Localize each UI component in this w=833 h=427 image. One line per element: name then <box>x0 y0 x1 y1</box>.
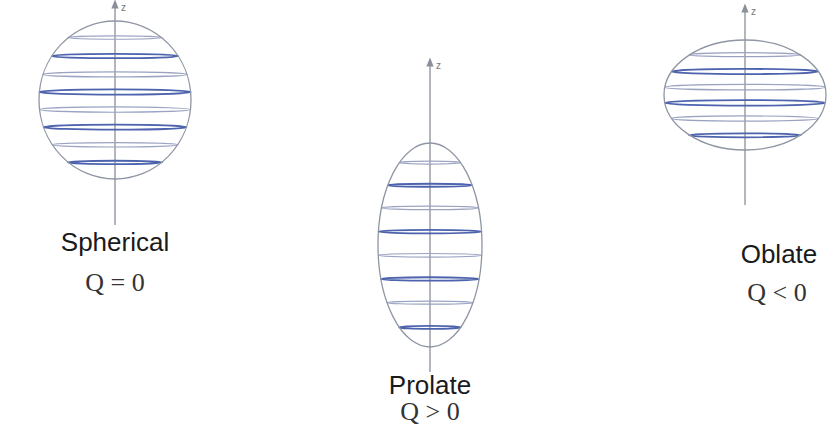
quadrupole-value: Q > 0 <box>400 397 459 427</box>
nucleus-shape: ProlateQ > 0 <box>377 142 483 348</box>
cross-section-ring <box>52 143 178 147</box>
quadrupole-value: Q < 0 <box>747 278 806 308</box>
cross-section-ring <box>68 161 162 164</box>
cross-section-ring <box>39 89 190 94</box>
quadrupole-value: Q = 0 <box>85 268 144 298</box>
cross-section-ring <box>40 107 191 112</box>
cross-section-ring <box>672 116 819 121</box>
cross-section-ring <box>399 161 461 164</box>
cross-section-ring <box>378 230 481 234</box>
cross-section-ring <box>381 277 479 280</box>
shape-name: Prolate <box>389 371 471 401</box>
cross-section-ring <box>68 36 162 39</box>
shape-name: Oblate <box>741 240 818 270</box>
cross-section-ring <box>689 53 801 57</box>
axis-label: z <box>436 60 441 71</box>
ellipsoid-outline <box>378 143 482 347</box>
cross-section-ring <box>672 69 819 74</box>
z-axis <box>114 4 115 225</box>
cross-section-ring <box>665 100 825 106</box>
ellipsoid-outline <box>38 20 192 180</box>
cross-section-ring <box>387 301 473 304</box>
ellipsoid-outline <box>664 40 826 150</box>
ellipsoid-outline <box>663 39 827 151</box>
cross-section-ring <box>388 184 472 187</box>
cross-section-ring <box>689 133 801 137</box>
cross-section-ring <box>378 253 481 257</box>
cross-section-ring <box>43 72 187 77</box>
shape-name: Spherical <box>61 228 169 258</box>
cross-section-ring <box>399 326 461 329</box>
nucleus-shape: OblateQ < 0 <box>663 39 827 151</box>
ellipsoid-outline <box>377 142 483 348</box>
cross-section-ring <box>665 84 825 90</box>
cross-section-ring <box>382 206 479 209</box>
cross-section-ring <box>52 54 179 58</box>
axis-label: z <box>121 2 126 13</box>
cross-section-ring <box>44 125 187 130</box>
ellipsoid-outline <box>39 21 191 179</box>
axis-label: z <box>751 6 756 17</box>
nucleus-shape: SphericalQ = 0 <box>38 20 192 180</box>
